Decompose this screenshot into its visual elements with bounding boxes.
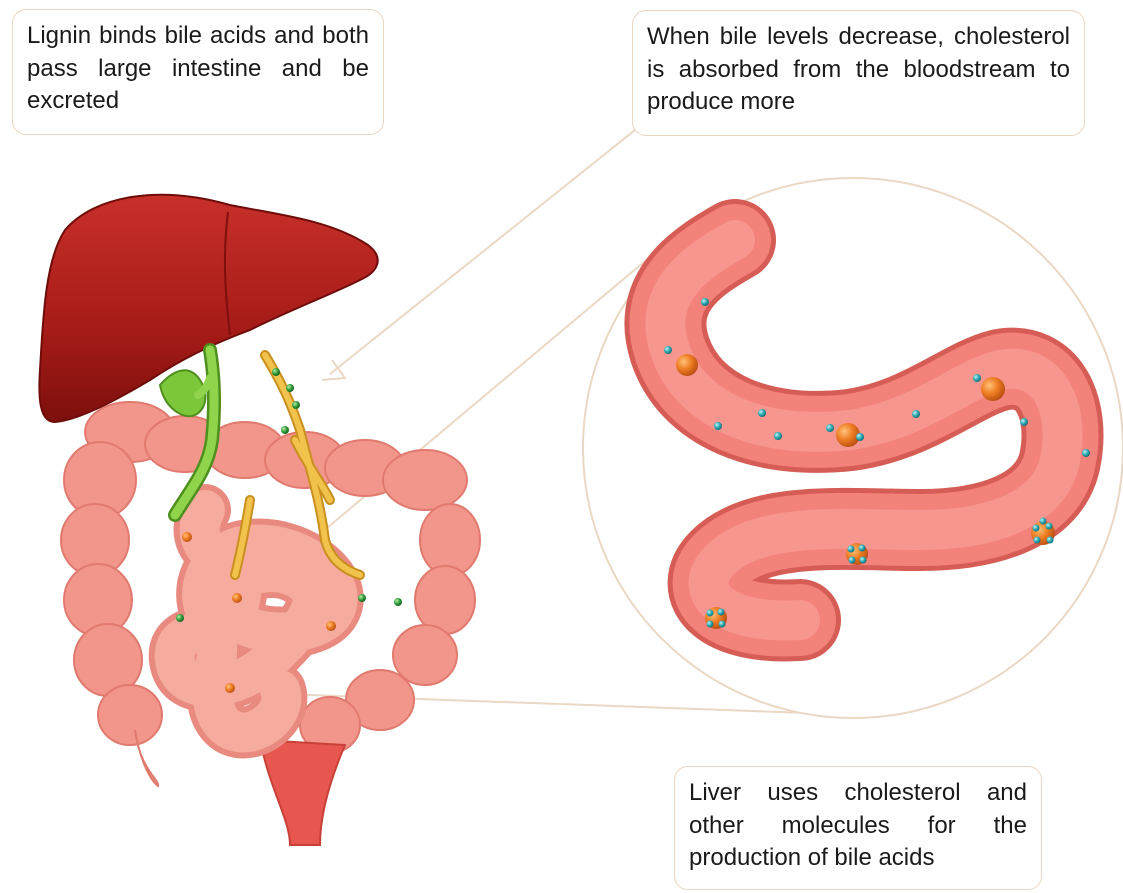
callout-lignin-text: Lignin binds bile acids and both pass la… xyxy=(27,20,369,118)
callout-liver-text: Liver uses cholesterol and other molecul… xyxy=(689,777,1027,875)
callout-cholesterol: When bile levels decrease, cholesterol i… xyxy=(632,10,1085,136)
callout-liver: Liver uses cholesterol and other molecul… xyxy=(674,766,1042,890)
callout-cholesterol-text: When bile levels decrease, cholesterol i… xyxy=(647,21,1070,119)
complex-particle xyxy=(846,543,868,565)
callout-lignin: Lignin binds bile acids and both pass la… xyxy=(12,9,384,135)
pointer-line-cholesterol xyxy=(330,126,640,374)
complex-particle xyxy=(705,607,727,629)
small-intestine xyxy=(175,510,338,732)
